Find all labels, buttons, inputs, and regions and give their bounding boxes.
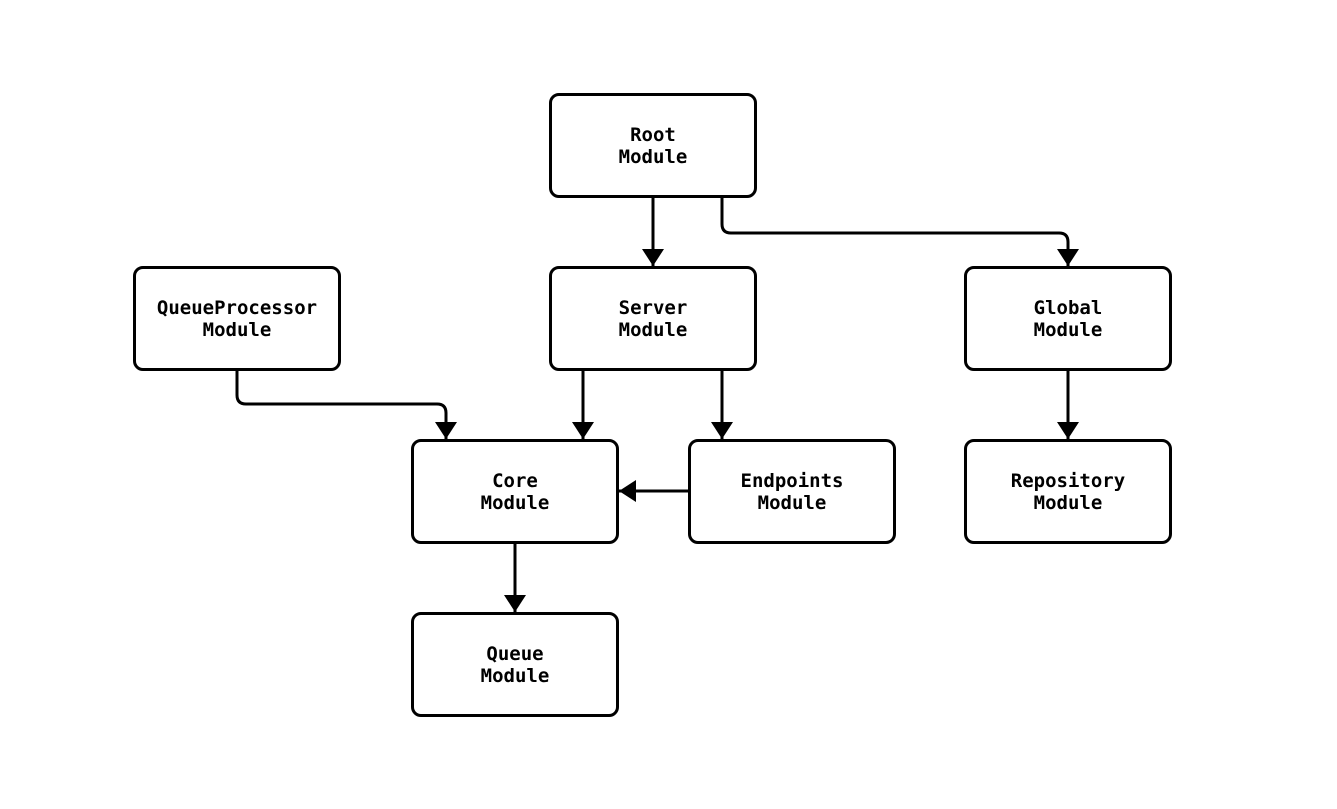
edge-root-to-global xyxy=(720,198,1079,266)
node-core-module: Core Module xyxy=(411,439,619,544)
node-global-module: Global Module xyxy=(964,266,1172,371)
node-queueprocessor-module: QueueProcessor Module xyxy=(133,266,341,371)
node-endpoints-module-label: Endpoints Module xyxy=(740,469,844,514)
node-queue-module-label: Queue Module xyxy=(480,642,550,687)
edge-queueprocessor-to-core xyxy=(235,371,457,439)
node-root-module-label: Root Module xyxy=(618,123,688,168)
node-global-module-label: Global Module xyxy=(1033,296,1103,341)
node-queueprocessor-module-label: QueueProcessor Module xyxy=(156,296,318,341)
node-root-module: Root Module xyxy=(549,93,757,198)
node-queue-module: Queue Module xyxy=(411,612,619,717)
node-repository-module-label: Repository Module xyxy=(1010,469,1126,514)
node-server-module: Server Module xyxy=(549,266,757,371)
node-core-module-label: Core Module xyxy=(480,469,550,514)
node-server-module-label: Server Module xyxy=(618,296,688,341)
node-endpoints-module: Endpoints Module xyxy=(688,439,896,544)
node-repository-module: Repository Module xyxy=(964,439,1172,544)
